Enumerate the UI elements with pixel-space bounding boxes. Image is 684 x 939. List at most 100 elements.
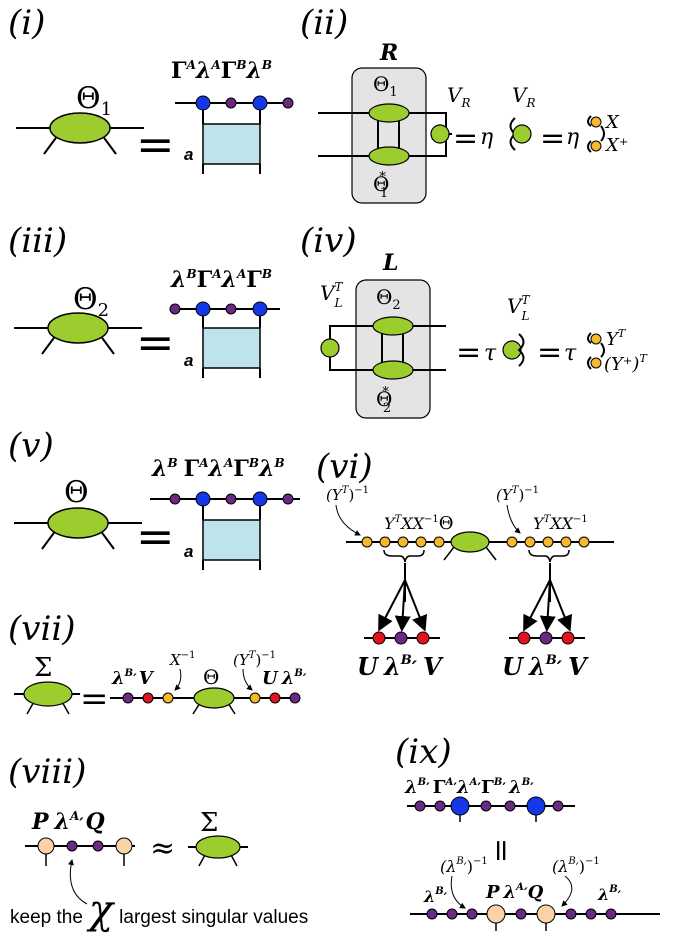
svg-text:PλA′Q: PλA′Q (31, 809, 105, 835)
svg-text:Σ: Σ (200, 808, 218, 838)
svg-text:(Y⁺)T: (Y⁺)T (604, 352, 648, 375)
gamma-A-node (195, 95, 211, 111)
svg-text:λBΓAλAΓB: λBΓAλAΓB (170, 267, 272, 293)
svg-text:λB′V: λB′V (111, 668, 155, 689)
svg-text:VTL: VTL (320, 280, 343, 310)
lambda-B-node (282, 97, 294, 109)
theta1-leg-right (101, 134, 117, 155)
svg-text:Θ2: Θ2 (376, 285, 401, 313)
svg-text:≈: ≈ (150, 831, 175, 866)
contraction-box-L (355, 279, 431, 419)
svg-text:=: = (80, 679, 109, 719)
gate-square-i (202, 123, 261, 165)
svg-text:Σ: Σ (34, 653, 52, 683)
theta2-ellipse (47, 312, 109, 344)
panel-label-ix: (ix) (395, 732, 452, 772)
svg-text:τ: τ (484, 341, 497, 366)
q-node (115, 837, 133, 855)
theta1-top-ellipse (368, 103, 410, 123)
svg-text:Θ1: Θ1 (373, 72, 398, 100)
gate-square-v (202, 519, 261, 561)
panel-vi: (vi) (YT)−1 (YT)−1 YTXX−1Θ YTXX−1 (316, 447, 614, 681)
svg-text:YT: YT (606, 327, 627, 350)
gate-label-a-i: a (184, 145, 193, 164)
panel-label-ii: (ii) (300, 3, 348, 43)
svg-text:=: = (136, 315, 175, 369)
panel-i: (i) Θ1 = ΓAλAΓBλB a (8, 3, 294, 174)
svg-text:η: η (566, 125, 579, 150)
svg-text:VR: VR (447, 83, 471, 110)
svg-text:Θ*2: Θ*2 (376, 385, 392, 416)
svg-text:X−1: X−1 (169, 650, 195, 669)
svg-text:X: X (604, 112, 620, 133)
svg-text:(λB′)−1: (λB′)−1 (552, 856, 600, 876)
panel-label-vii: (vii) (8, 609, 76, 649)
panel-iii: (iii) Θ2 = λBΓAλAΓB a (8, 221, 280, 378)
theta1-ellipse (49, 112, 111, 144)
theta1-leg-left (43, 134, 59, 155)
svg-text:(YT)−1: (YT)−1 (496, 485, 539, 504)
gamma-B-node (252, 95, 268, 111)
panel-label-iv: (iv) (300, 221, 357, 261)
svg-text:(YT)−1: (YT)−1 (326, 485, 369, 504)
vr-node-right (512, 124, 532, 144)
panel-label-v: (v) (8, 426, 54, 466)
panel-ii: (ii) R Θ1 Θ*1 VR = η VR = η X X⁺ (300, 3, 628, 204)
p-node (37, 837, 55, 855)
svg-text:a: a (184, 351, 193, 370)
svg-text:UλB′V: UλB′V (502, 652, 589, 681)
svg-text:UλB′: UλB′ (262, 668, 307, 689)
svg-text:PλA′Q: PλA′Q (485, 882, 544, 903)
svg-text:Θ: Θ (203, 665, 219, 689)
svg-text:=: = (136, 509, 175, 563)
svg-text:Θ: Θ (64, 475, 89, 510)
equals-i: = (136, 117, 175, 171)
svg-text:UλB′V: UλB′V (357, 652, 444, 681)
lambda-A-node (225, 97, 237, 109)
svg-text:YTXX−1: YTXX−1 (533, 514, 588, 533)
gate-square-iii (202, 327, 261, 369)
svg-text:=: = (453, 121, 478, 156)
rhs-top-i: ΓAλAΓBλB (171, 58, 272, 84)
svg-text:η: η (480, 125, 493, 150)
svg-text:=: = (537, 335, 562, 370)
svg-text:λB′ΓA′λA′ΓB′λB′: λB′ΓA′λA′ΓB′λB′ (404, 777, 534, 798)
panel-label-viii: (viii) (8, 752, 86, 792)
panel-ix: (ix) λB′ΓA′λA′ΓB′λB′ = (λB′)−1 (λB′)−1 λ… (395, 732, 660, 931)
theta1-conj-ellipse (368, 146, 410, 166)
theta1-label: Θ1 (76, 81, 112, 120)
x-node (590, 116, 602, 128)
svg-text:λB′: λB′ (597, 884, 622, 904)
panel-label-vi: (vi) (316, 447, 373, 487)
svg-text:VTL: VTL (507, 293, 530, 323)
svg-text:VR: VR (512, 83, 536, 110)
svg-text:a: a (184, 542, 193, 561)
theta-ellipse (47, 507, 109, 539)
svg-text:Θ2: Θ2 (73, 282, 109, 321)
vr-node-left (430, 124, 450, 144)
panel-label-i: (i) (8, 3, 45, 43)
svg-text:=: = (484, 838, 519, 863)
svg-text:τ: τ (564, 341, 577, 366)
svg-text:YTXX−1Θ: YTXX−1Θ (384, 513, 454, 534)
svg-text:Θ*1: Θ*1 (373, 170, 389, 201)
sigma-ellipse (23, 681, 73, 707)
svg-text:(λB′)−1: (λB′)−1 (440, 856, 488, 876)
vl-node-right (502, 340, 522, 360)
box-label-R: R (379, 40, 398, 66)
svg-text:X⁺: X⁺ (604, 135, 628, 156)
vl-node-left (320, 338, 340, 358)
svg-text:=: = (540, 121, 565, 156)
contraction-box-R (351, 67, 427, 204)
svg-text:(YT)−1: (YT)−1 (233, 650, 276, 669)
svg-text:L: L (382, 250, 398, 276)
svg-text:λB′: λB′ (423, 886, 448, 906)
xplus-node (590, 140, 602, 152)
